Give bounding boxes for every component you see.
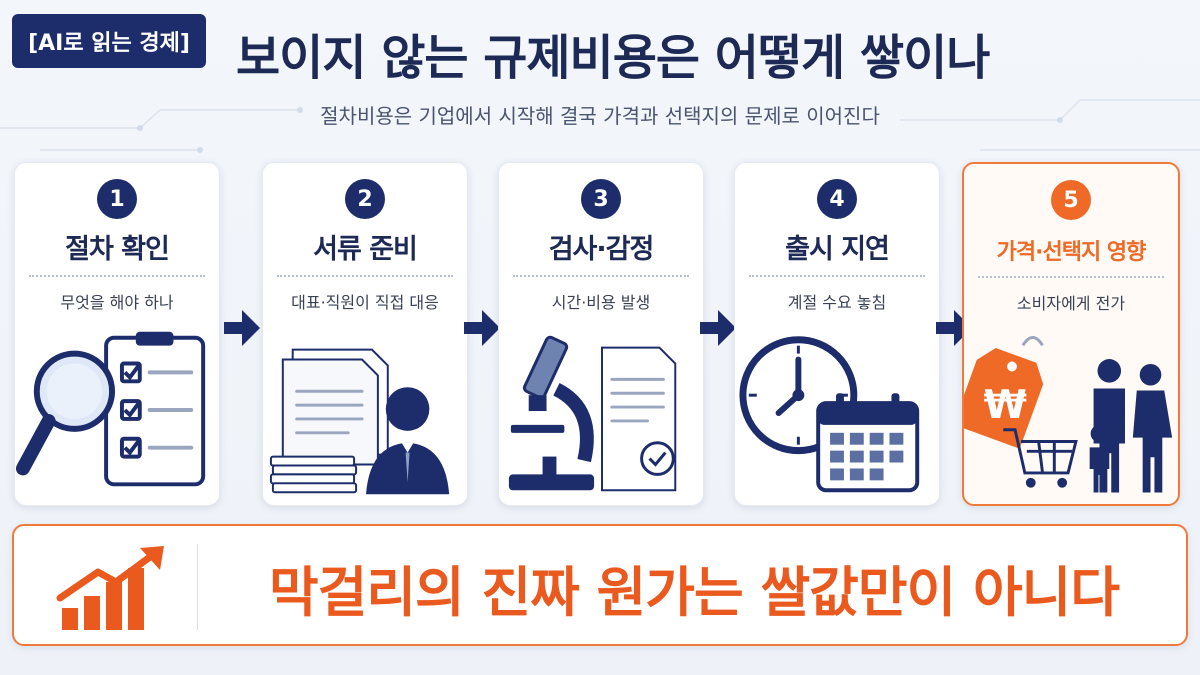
flow-arrow-icon xyxy=(700,310,736,346)
rising-bar-chart-icon xyxy=(56,546,164,630)
won-symbol: ₩ xyxy=(984,383,1027,428)
step-title: 검사·감정 xyxy=(548,234,655,265)
step-description: 소비자에게 전가 xyxy=(1016,294,1126,313)
step-number-badge: 5 xyxy=(1051,180,1091,220)
step-description: 대표·직원이 직접 대응 xyxy=(291,293,439,312)
step-divider xyxy=(978,276,1164,278)
step-card-2: 2 서류 준비 대표·직원이 직접 대응 xyxy=(262,162,468,506)
step-divider xyxy=(29,275,205,277)
step-card-3: 3 검사·감정 시간·비용 발생 xyxy=(498,162,704,506)
banner-separator xyxy=(197,544,198,630)
step-divider xyxy=(277,275,453,277)
step-divider xyxy=(749,275,925,277)
step-number-badge: 1 xyxy=(97,179,137,219)
step-card-4: 4 출시 지연 계절 수요 놓침 xyxy=(734,162,940,506)
documents-person-icon xyxy=(269,348,450,495)
flow-arrow-icon xyxy=(224,310,260,346)
category-tag: [AI로 읽는 경제] xyxy=(12,14,206,68)
step-description: 계절 수요 놓침 xyxy=(787,293,887,312)
step-description: 시간·비용 발생 xyxy=(551,293,651,312)
microscope-document-icon xyxy=(508,335,677,492)
step-number-badge: 3 xyxy=(581,179,621,219)
page-subtitle: 절차비용은 기업에서 시작해 결국 가격과 선택지의 문제로 이어진다 xyxy=(320,104,880,128)
step-title: 가격·선택지 영향 xyxy=(996,240,1147,265)
step-divider xyxy=(513,275,689,277)
step-card-1: 1 절차 확인 무엇을 해야 하나 xyxy=(14,162,220,506)
step-number-badge: 4 xyxy=(817,179,857,219)
flow-arrow-icon xyxy=(464,310,500,346)
price-tag-cart-family-icon: ₩ xyxy=(964,336,1173,493)
conclusion-banner: 막걸리의 진짜 원가는 쌀값만이 아니다 xyxy=(12,524,1188,646)
step-number-badge: 2 xyxy=(345,179,385,219)
clock-calendar-icon xyxy=(739,336,920,493)
step-title: 절차 확인 xyxy=(65,234,170,265)
step-title: 출시 지연 xyxy=(785,234,890,265)
banner-headline: 막걸리의 진짜 원가는 쌀값만이 아니다 xyxy=(268,560,1120,624)
step-description: 무엇을 해야 하나 xyxy=(60,293,174,312)
magnifier-checklist-icon xyxy=(15,331,206,487)
step-title: 서류 준비 xyxy=(313,234,418,265)
step-card-5: 5 가격·선택지 영향 소비자에게 전가 ₩ xyxy=(962,162,1180,506)
page-title: 보이지 않는 규제비용은 어떻게 쌓이나 xyxy=(236,30,990,86)
